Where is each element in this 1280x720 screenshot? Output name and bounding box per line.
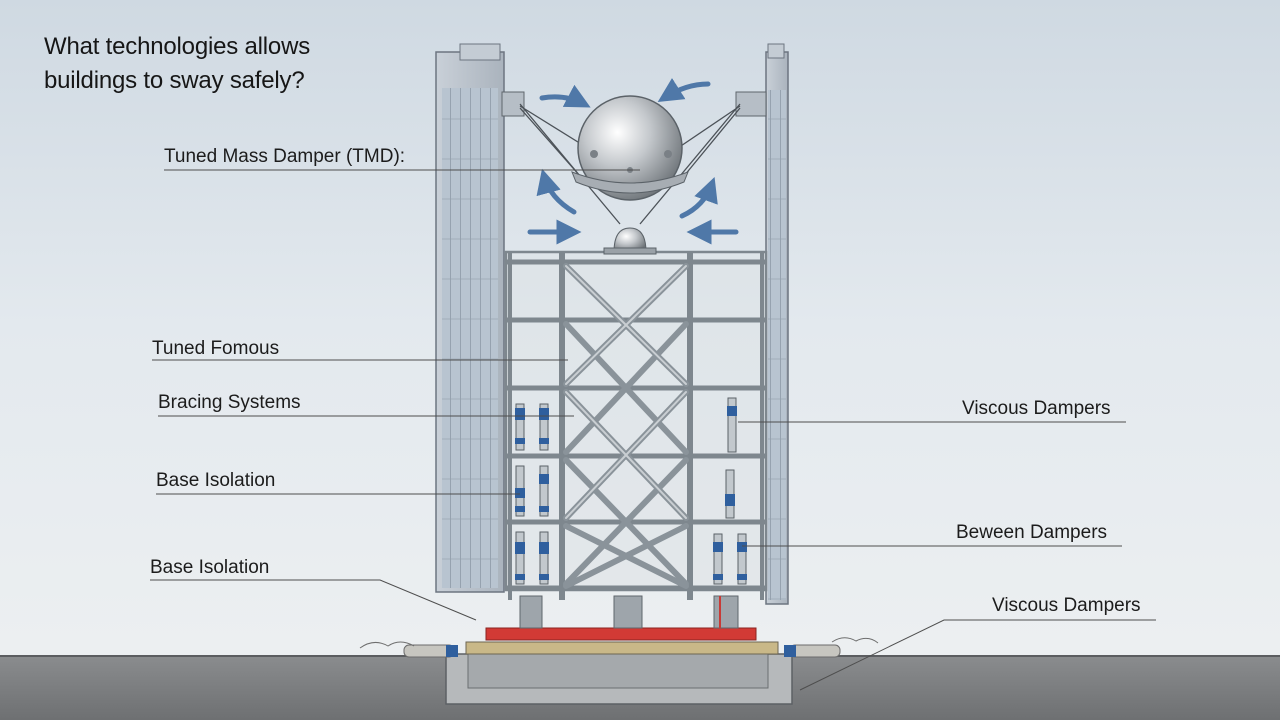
label-bracing-systems: Bracing Systems [158,392,301,413]
tmd-sphere [577,95,683,201]
support-column-mid [613,595,643,629]
isolation-sand-layer [465,641,779,655]
right-tower-cap [767,43,785,59]
left-tower-cap [459,43,501,61]
tmd-pedestal [613,227,647,253]
page-title: What technologies allows buildings to sw… [44,30,310,98]
label-tuned-fomous: Tuned Fomous [152,338,280,359]
tmd-ring [571,171,689,194]
isolation-pad [485,627,757,641]
foundation-top [467,653,769,689]
title-line-1: What technologies allows [44,33,311,60]
damper-group-left [515,403,549,585]
label-base-isolation-upper: Base Isolation [156,470,276,491]
tmd-bolt-right [664,150,672,158]
leader-lines [150,169,1156,691]
support-column-right [713,595,739,629]
label-viscous-dampers-upper: Viscous Dampers [962,398,1111,419]
tmd-brackets [501,91,767,225]
soil-squiggle-left [359,641,415,649]
soil-squiggle-right [831,637,879,644]
label-beween-dampers: Beween Dampers [956,522,1108,543]
x-bracing-highlight [565,265,687,519]
damper-group-right [713,397,747,585]
label-tuned-mass-damper: Tuned Mass Damper (TMD): [164,146,406,167]
label-base-isolation-lower: Base Isolation [150,557,270,578]
tmd-pedestal-base [603,247,657,255]
curved-arrow-icon [527,78,739,245]
label-viscous-dampers-lower: Viscous Dampers [992,595,1141,616]
right-tower-glass [768,90,786,600]
gravel-pad-right [789,644,841,658]
support-column-left [519,595,543,629]
tmd-bolt-left [590,150,598,158]
base-plate-blue-right [784,645,796,657]
base-plate-blue-left [446,645,458,657]
left-tower-glass [442,88,498,588]
title-line-2: buildings to sway safely? [44,67,305,94]
